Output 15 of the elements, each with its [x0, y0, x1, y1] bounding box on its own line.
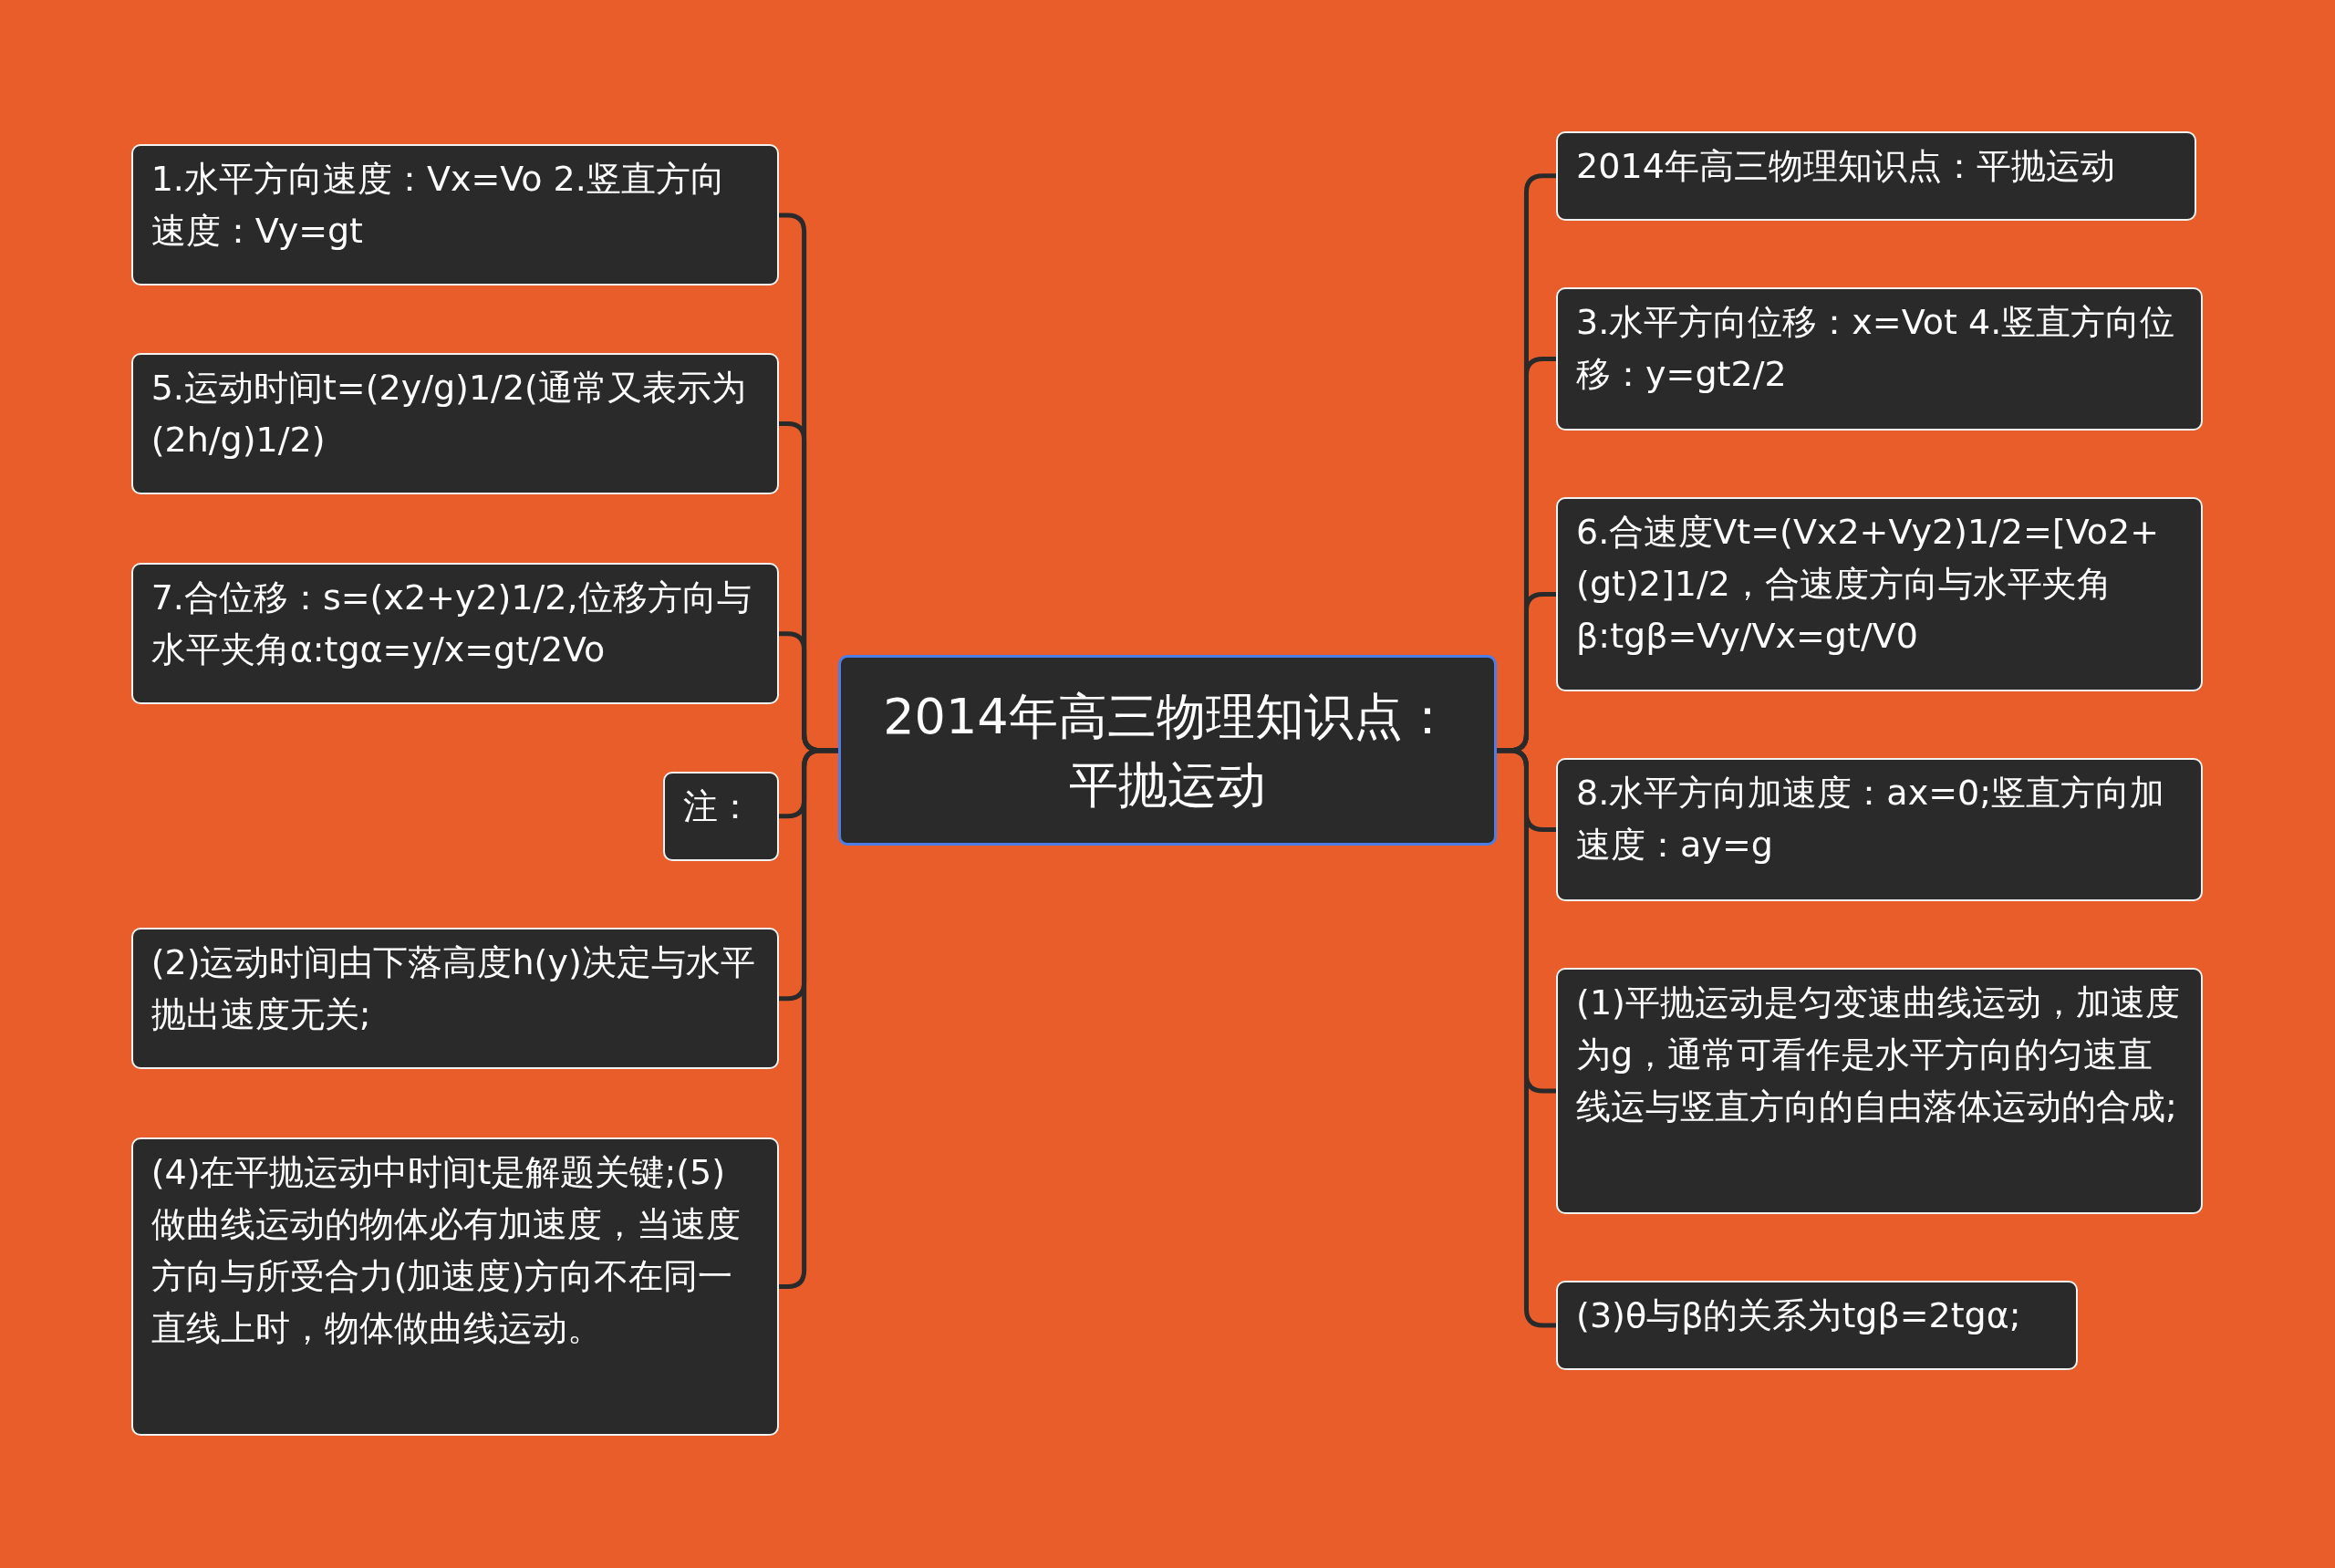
connector-line — [778, 748, 839, 1290]
topic-box: (2)运动时间由下落高度h(y)决定与水平抛出速度无关; — [130, 928, 779, 1070]
topic-box: (3)θ与β的关系为tgβ=2tgα; — [1556, 1281, 2078, 1371]
topic-box: 注： — [662, 771, 779, 861]
topic-box: (4)在平抛运动中时间t是解题关键;(5)做曲线运动的物体必有加速度，当速度方向与所受合力(加速度)方向不在同一直线上时，物体做曲线运动。 — [130, 1137, 779, 1436]
topic-box: 2014年高三物理知识点：平抛运动 — [1556, 130, 2197, 221]
topic-box: 8.水平方向加速度：ax=0;竖直方向加速度：ay=g — [1556, 758, 2203, 901]
topic-box: 1.水平方向速度：Vx=Vo 2.竖直方向速度：Vy=gt — [130, 144, 779, 286]
topic-box: 5.运动时间t=(2y/g)1/2(通常又表示为(2h/g)1/2) — [130, 352, 779, 495]
topic-box: 6.合速度Vt=(Vx2+Vy2)1/2=[Vo2+(gt)2]1/2，合速度方向与水平夹角β:tgβ=Vy/Vx=gt/V0 — [1556, 497, 2203, 691]
central-topic-box: 2014年高三物理知识点：平抛运动 — [838, 655, 1497, 846]
connector-line — [1496, 748, 1557, 1328]
topic-box: (1)平抛运动是匀变速曲线运动，加速度为g，通常可看作是水平方向的匀速直线运与竖直方向的自由落体运动的合成; — [1556, 968, 2203, 1214]
topic-box: 3.水平方向位移：x=Vot 4.竖直方向位移：y=gt2/2 — [1556, 287, 2203, 431]
topic-box: 7.合位移：s=(x2+y2)1/2,位移方向与水平夹角α:tgα=y/x=gt/2Vo — [130, 563, 779, 705]
